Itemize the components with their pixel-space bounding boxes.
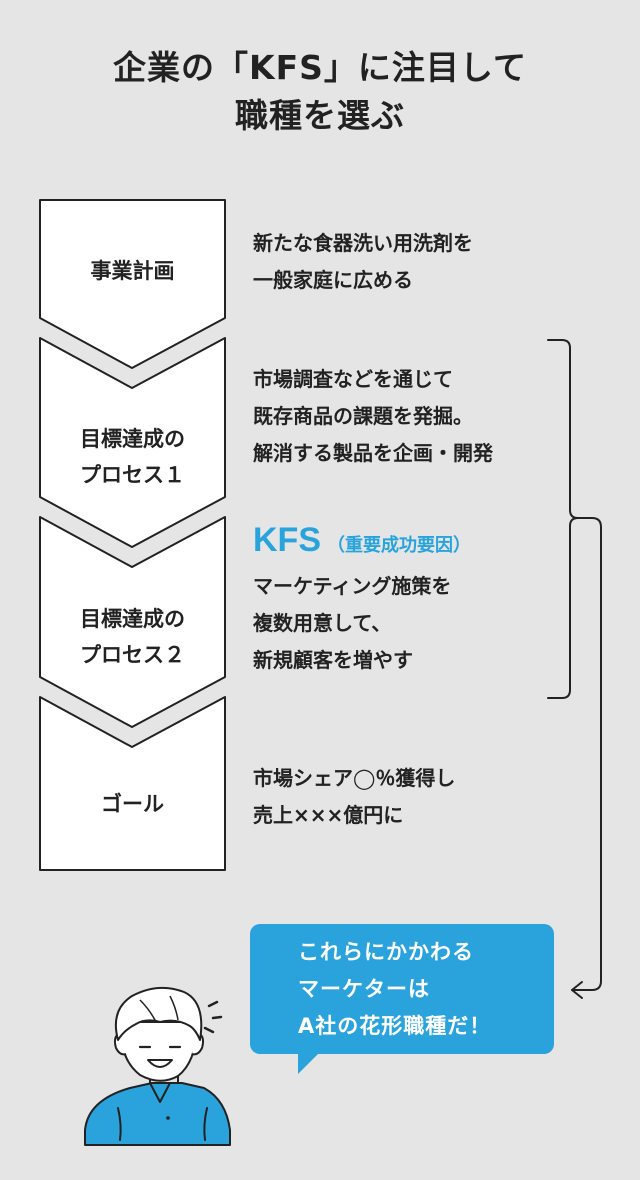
speech-bubble: これらにかかわる マーケターは A社の花形職種だ！ bbox=[250, 924, 554, 1054]
desc-goal: 市場シェア◯％獲得し 売上×××億円に bbox=[253, 766, 456, 827]
step-label-process2: 目標達成の プロセス２ bbox=[80, 607, 185, 667]
arrow-head-icon bbox=[571, 981, 583, 999]
kfs-title: KFS bbox=[253, 521, 321, 559]
title-line-2: 職種を選ぶ bbox=[235, 96, 405, 135]
desc-process1: 市場調査などを通じて 既存商品の課題を発掘。 解消する製品を企画・開発 bbox=[253, 367, 493, 465]
chevron-step-process1 bbox=[39, 337, 226, 548]
chevron-step-process2 bbox=[39, 516, 226, 728]
desc-process2: マーケティング施策を 複数用意して、 新規顧客を増やす bbox=[253, 574, 452, 672]
chevron-step-plan bbox=[39, 199, 226, 369]
chevron-step-goal bbox=[39, 696, 226, 871]
connector-arrow bbox=[571, 517, 602, 991]
group-bracket bbox=[547, 339, 591, 699]
step-label-process1: 目標達成の プロセス１ bbox=[80, 427, 185, 487]
shirt bbox=[84, 1082, 231, 1146]
step-label-goal: ゴール bbox=[101, 792, 164, 816]
person-illustration bbox=[84, 986, 231, 1146]
bubble-text: これらにかかわる マーケターは A社の花形職種だ！ bbox=[298, 940, 492, 1038]
kfs-heading: KFS （重要成功要因） bbox=[253, 521, 471, 560]
page-title: 企業の「KFS」に注目して 職種を選ぶ bbox=[0, 44, 640, 140]
kfs-subtitle: （重要成功要因） bbox=[327, 535, 471, 556]
face bbox=[120, 1021, 198, 1082]
desc-plan: 新たな食器洗い用洗剤を 一般家庭に広める bbox=[253, 231, 473, 292]
title-line-1: 企業の「KFS」に注目して bbox=[113, 48, 527, 87]
hair bbox=[114, 986, 203, 1041]
step-label-plan: 事業計画 bbox=[90, 259, 175, 283]
speech-bubble-tail bbox=[298, 1052, 320, 1074]
smile bbox=[147, 1059, 173, 1068]
